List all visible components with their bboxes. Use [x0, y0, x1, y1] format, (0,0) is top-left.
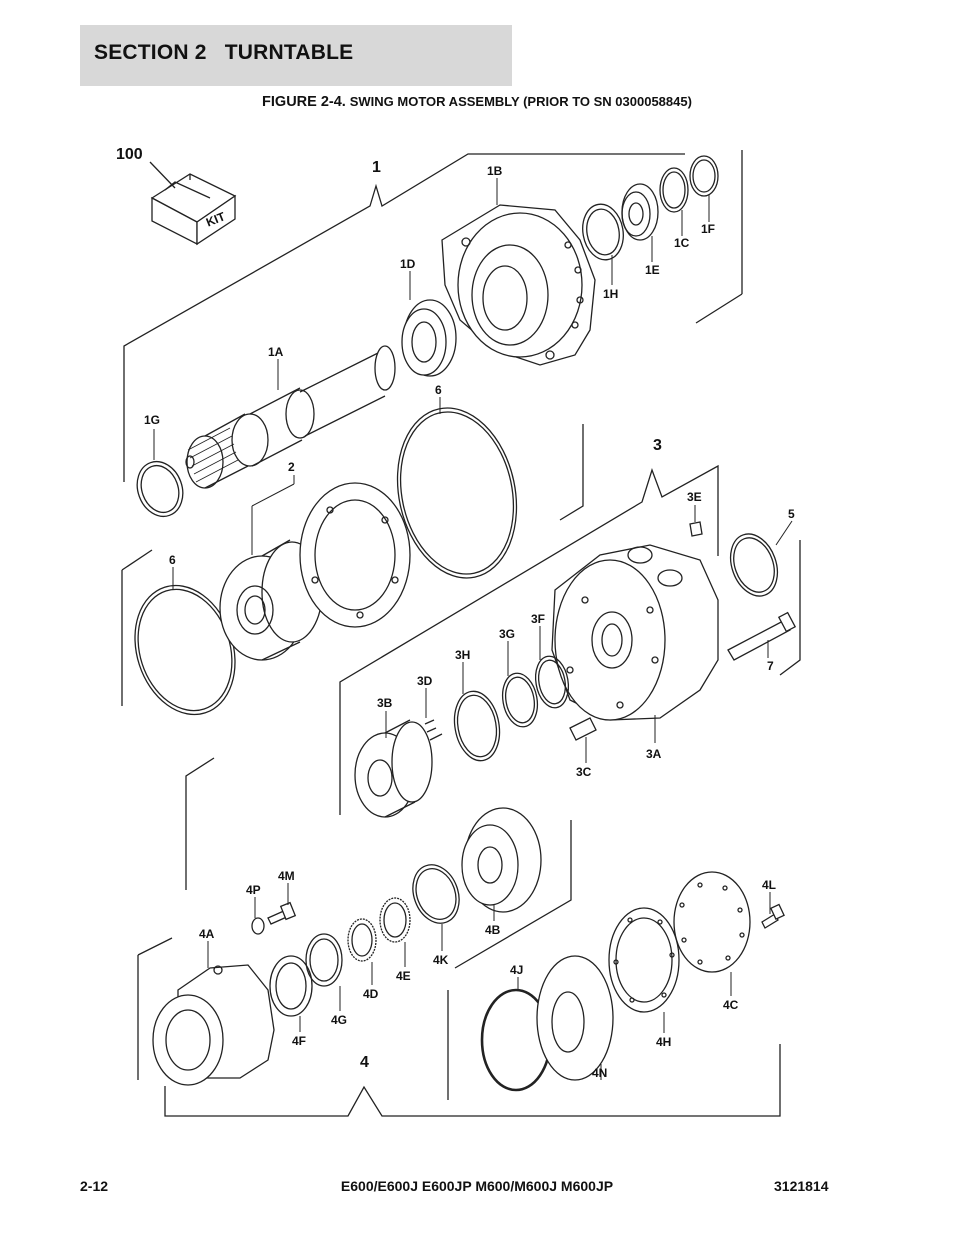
- kit-box-text: KIT: [204, 209, 228, 229]
- part-label: 4P: [246, 883, 261, 897]
- part-label: 4E: [396, 969, 411, 983]
- part-label: 3D: [417, 674, 433, 688]
- footer-models: E600/E600J E600JP M600/M600J M600JP: [340, 1178, 614, 1194]
- group-label-3: 3: [653, 437, 662, 454]
- part-label: 1F: [701, 222, 715, 236]
- section-title: SECTION 2 TURNTABLE: [94, 41, 354, 64]
- part-label: 4G: [331, 1013, 347, 1027]
- part-label: 6: [169, 553, 176, 567]
- kit-label: 100: [116, 146, 143, 163]
- kit-box-icon: KIT: [150, 173, 237, 246]
- part-label: 3F: [531, 612, 545, 626]
- figure-number: FIGURE 2-4.: [262, 94, 346, 110]
- part-label: 2: [288, 460, 295, 474]
- part-label: 4D: [363, 987, 379, 1001]
- part-label: 1B: [487, 164, 503, 178]
- figure-name: SWING MOTOR ASSEMBLY (PRIOR TO SN 030005…: [349, 94, 692, 109]
- part-label: 3G: [499, 627, 515, 641]
- footer-doc-number: 3121814: [774, 1178, 829, 1194]
- group-4-bracket: [164, 1044, 781, 1117]
- group-1-bracket: [123, 150, 743, 482]
- part-label: 4H: [656, 1035, 671, 1049]
- group-3-bracket: [339, 464, 719, 815]
- part-label: 4N: [592, 1066, 607, 1080]
- bearing-1d: [401, 299, 457, 377]
- part-label: 4F: [292, 1034, 306, 1048]
- housing-4a: [152, 964, 275, 1086]
- part-label: 4C: [723, 998, 739, 1012]
- part-label: 3A: [646, 747, 662, 761]
- part-label: 1H: [603, 287, 618, 301]
- plate-4b: [461, 807, 542, 913]
- figure-title: FIGURE 2-4. SWING MOTOR ASSEMBLY (PRIOR …: [0, 93, 954, 110]
- part-label: 1G: [144, 413, 160, 427]
- part-label: 6: [435, 383, 442, 397]
- part-label: 3H: [455, 648, 470, 662]
- part-label: 4K: [433, 953, 449, 967]
- part-label: 1A: [268, 345, 284, 359]
- part-label: 4J: [510, 963, 523, 977]
- part-label: 7: [767, 659, 774, 673]
- housing-3a: [551, 544, 719, 721]
- part-label: 4A: [199, 927, 215, 941]
- footer-page-number: 2-12: [80, 1178, 109, 1194]
- group-label-4: 4: [360, 1054, 369, 1071]
- group-label-1: 1: [372, 159, 381, 176]
- shaft-1a: [185, 345, 396, 489]
- part-label: 1E: [645, 263, 660, 277]
- section-header: SECTION 2 TURNTABLE: [80, 25, 512, 86]
- part-label: 1D: [400, 257, 416, 271]
- part-label: 1C: [674, 236, 690, 250]
- part-label: 3B: [377, 696, 393, 710]
- gerotor-2: [219, 482, 411, 661]
- part-label: 4M: [278, 869, 295, 883]
- part-label: 3E: [687, 490, 702, 504]
- part-label: 4B: [485, 923, 501, 937]
- part-label: 3C: [576, 765, 592, 779]
- housing-1b: [441, 204, 596, 366]
- part-label: 5: [788, 507, 795, 521]
- valve-3b: [354, 719, 433, 818]
- part-label: 4L: [762, 878, 776, 892]
